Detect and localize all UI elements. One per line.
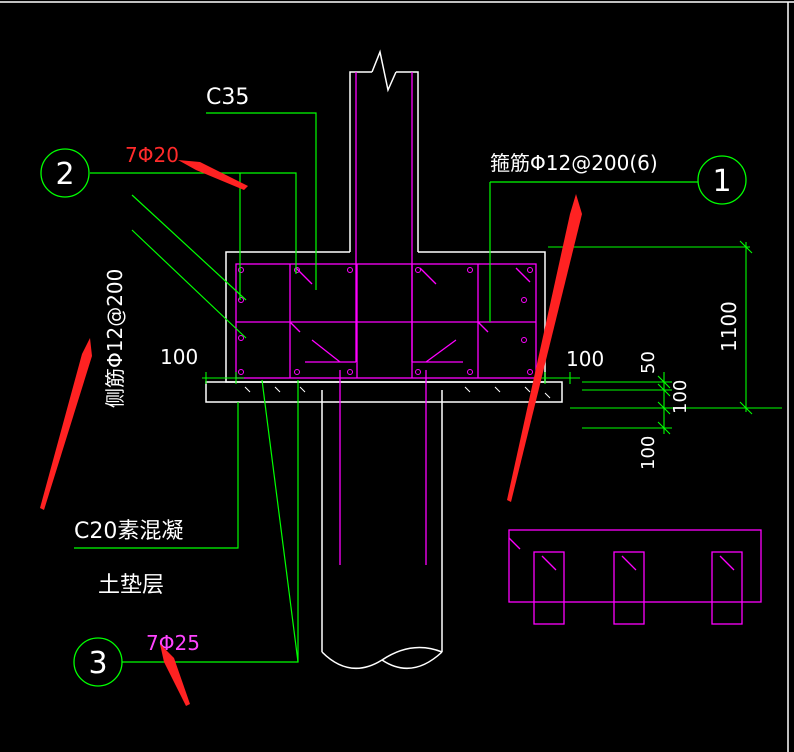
pile-cap-outline: [225, 251, 546, 383]
pile-break-curve-2: [381, 651, 443, 670]
red-arrow-side-bar: [40, 338, 92, 510]
column-right-edge: [396, 71, 419, 252]
leader-base-concrete: [74, 402, 239, 549]
label-base-concrete: C20素混凝: [74, 519, 183, 544]
concrete-outline: [205, 49, 563, 670]
red-arrow-bar-3: [160, 644, 190, 706]
leader-bar2: [90, 172, 297, 274]
callout-circle-1: [697, 155, 747, 205]
rebar-dots: [238, 267, 533, 375]
dim-text-100b: 100: [638, 436, 659, 470]
dim-text-right-cover: 100: [566, 347, 604, 371]
dimension-lines: [202, 240, 782, 435]
stirrup-detail: [508, 529, 762, 625]
leader-side-bar-1: [131, 194, 247, 301]
annotation-arrows: [40, 160, 582, 706]
detail-leg-2: [613, 551, 645, 625]
leader-bar3-branch: [261, 379, 299, 663]
dim-text-100a: 100: [670, 380, 691, 414]
label-bar-3: 7Φ25: [146, 631, 200, 655]
callout-circle-3: [73, 637, 123, 687]
leader-c35: [206, 112, 317, 290]
rebar-layout: [235, 72, 537, 565]
column-break-symbol: [371, 49, 397, 93]
column-left-edge: [349, 71, 372, 252]
detail-leg-1: [533, 551, 565, 625]
leader-side-bar-2: [131, 229, 247, 339]
outer-stirrup: [235, 263, 537, 379]
label-concrete-grade: C35: [206, 85, 249, 110]
detail-leg-3: [711, 551, 743, 625]
callout-number-3: 3: [88, 646, 107, 681]
dim-text-height: 1100: [717, 301, 741, 352]
detail-beam-outline: [508, 529, 762, 603]
cushion-layer: [205, 381, 563, 403]
label-side-bar: 侧筋Φ12@200: [103, 269, 127, 408]
callout-number-1: 1: [712, 164, 731, 199]
dim-text-left-cover: 100: [160, 345, 198, 369]
callout-circle-2: [40, 148, 90, 198]
red-arrow-bar-2: [178, 160, 248, 190]
dim-text-50: 50: [638, 351, 659, 374]
red-arrow-stirrup: [507, 194, 582, 502]
label-soil-layer: 土垫层: [98, 573, 164, 598]
callout-number-2: 2: [55, 157, 74, 192]
leader-lines: [74, 112, 698, 663]
cushion-hatch: [244, 386, 551, 399]
label-bar-2: 7Φ20: [125, 143, 179, 167]
label-stirrup: 箍筋Φ12@200(6): [490, 151, 658, 175]
